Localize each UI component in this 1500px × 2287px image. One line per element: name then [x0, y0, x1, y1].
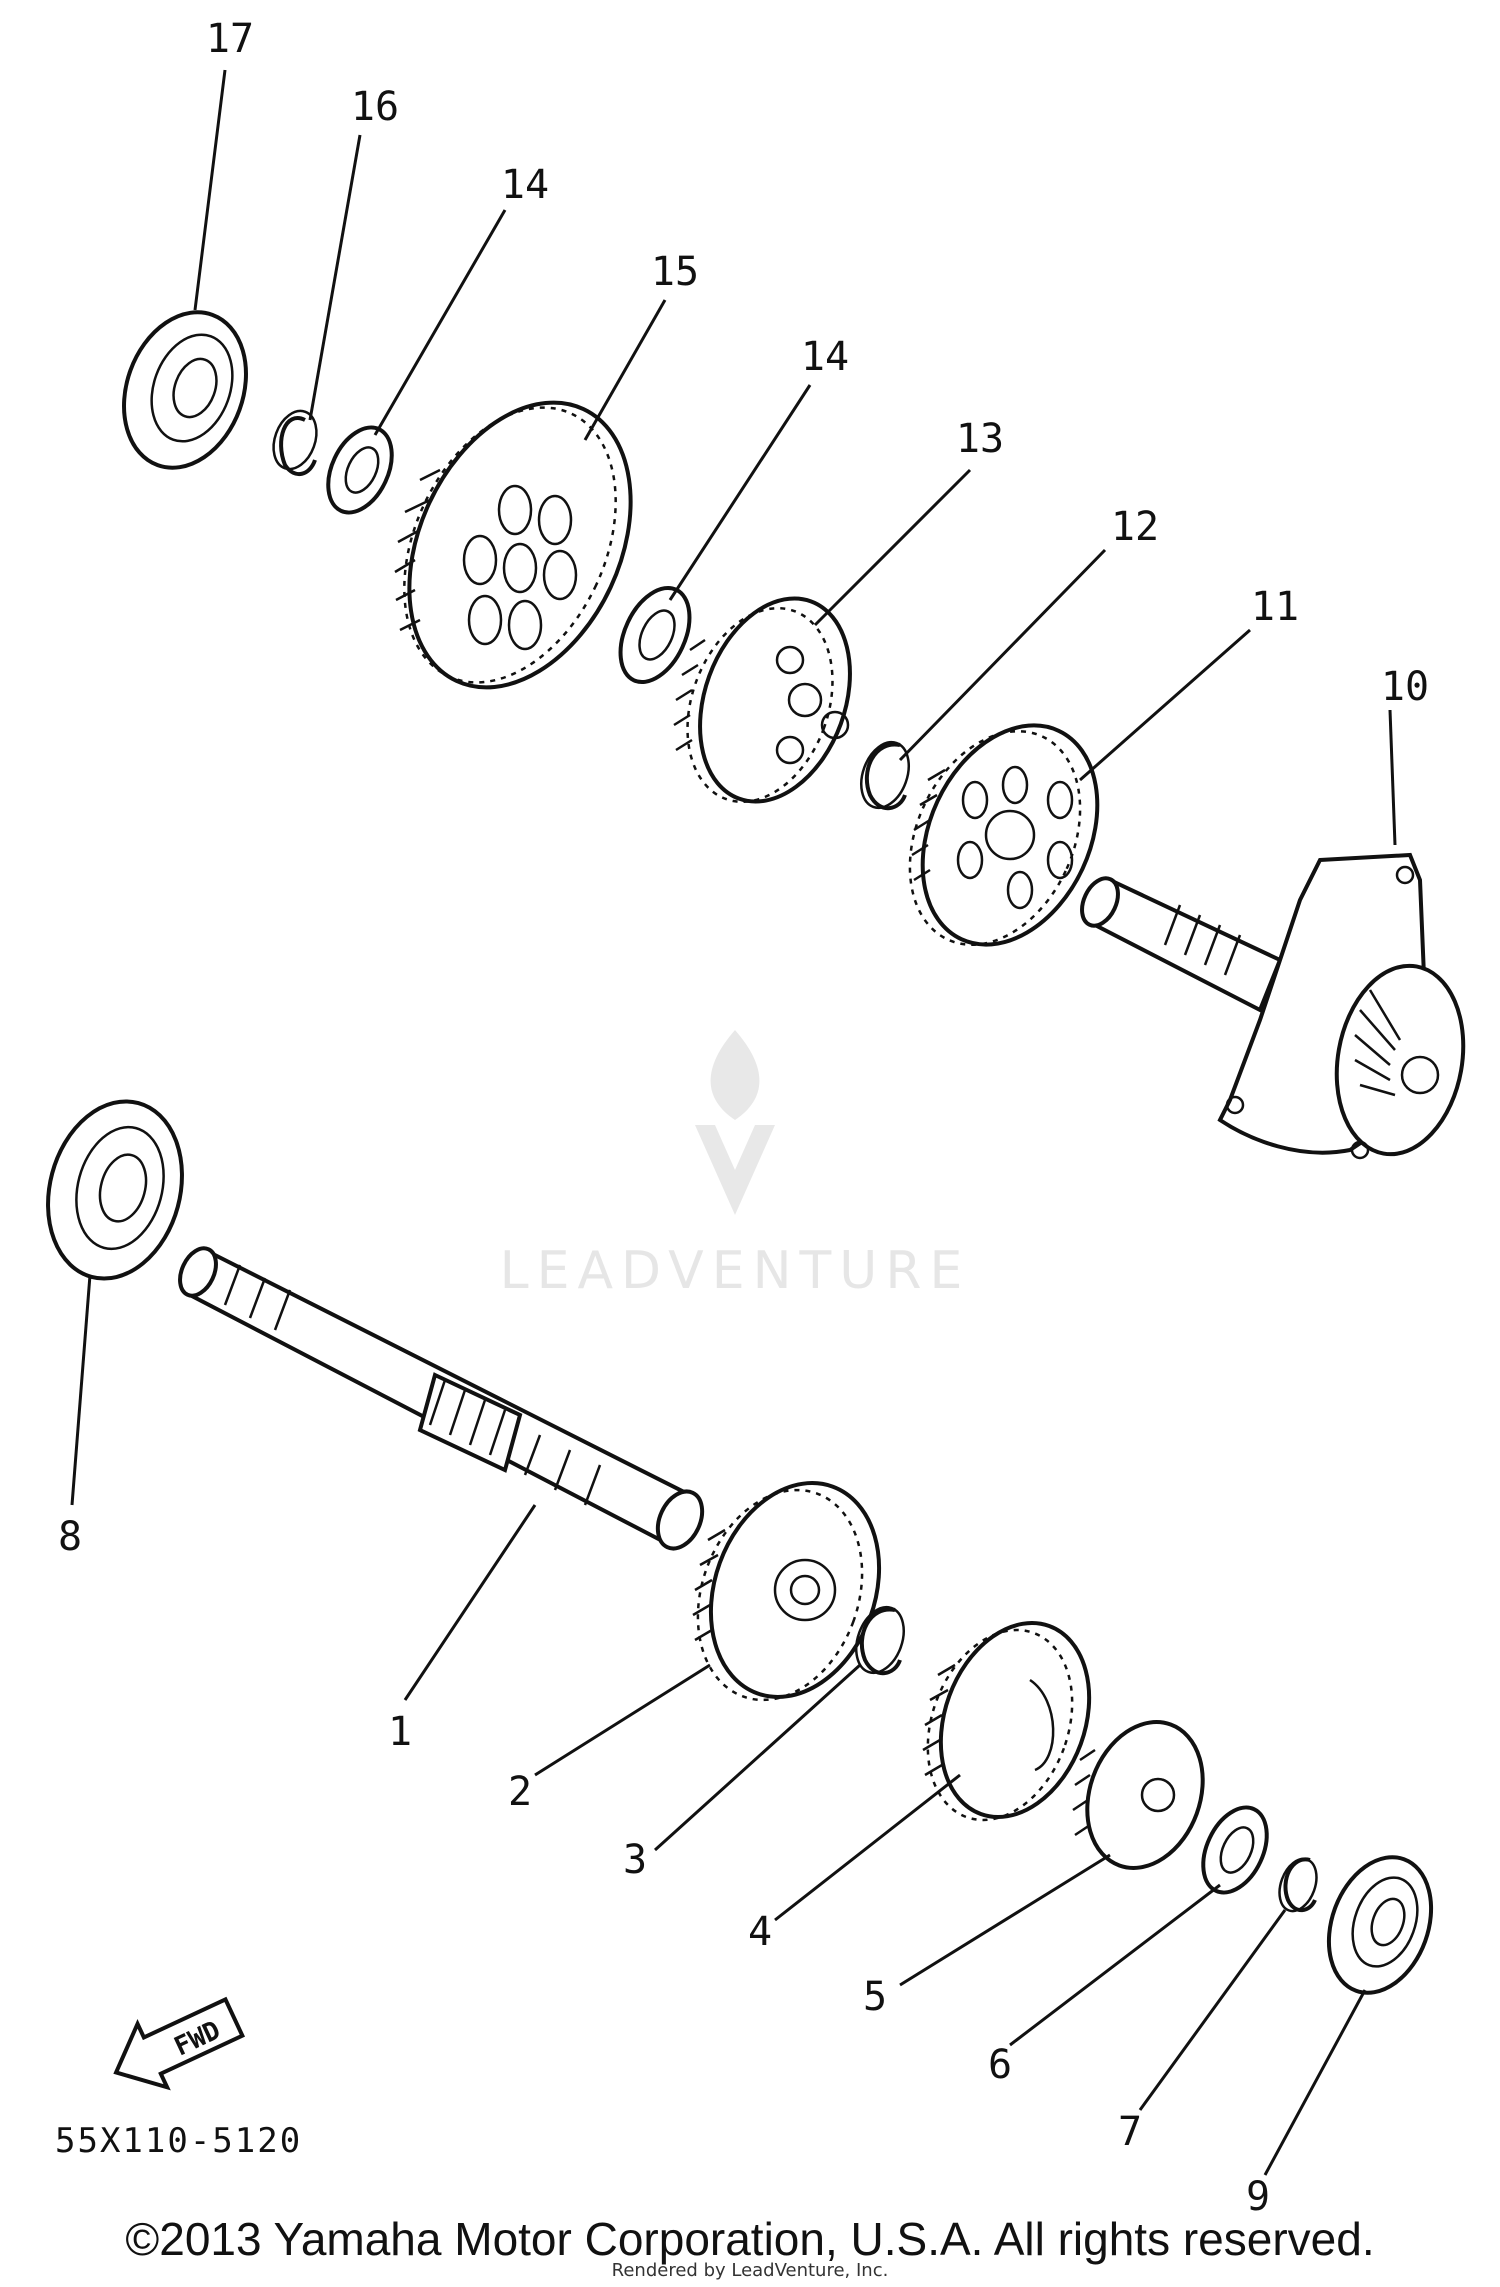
part-14-washer-lower	[618, 585, 692, 685]
part-14-washer-upper	[326, 425, 394, 515]
part-17-bearing	[122, 310, 248, 470]
part-16-circlip	[272, 409, 318, 476]
label-16: 16	[351, 84, 399, 130]
label-5: 5	[863, 1974, 887, 2020]
label-6: 6	[988, 2042, 1012, 2088]
part-1-main-shaft	[178, 1246, 705, 1551]
part-9-bearing	[1326, 1855, 1434, 1995]
watermark-text: LEADVENTURE	[500, 1241, 971, 1301]
label-11: 11	[1251, 584, 1299, 630]
label-9: 9	[1246, 2174, 1270, 2220]
label-2: 2	[508, 1769, 532, 1815]
label-10: 10	[1381, 664, 1429, 710]
part-2-gear	[692, 1481, 882, 1702]
label-13: 13	[956, 416, 1004, 462]
part-10-drive-shaft	[1080, 852, 1466, 1160]
rendered-by-notice: Rendered by LeadVenture, Inc.	[611, 2260, 889, 2281]
label-12: 12	[1111, 504, 1159, 550]
part-5-gear	[1072, 1720, 1205, 1870]
part-3-circlip	[855, 1605, 905, 1676]
leadventure-watermark: LEADVENTURE	[500, 1030, 971, 1301]
label-14-upper: 14	[501, 162, 549, 208]
part-number-labels: 17 16 14 15 14 13 12 11 10 8 1 2 3 4 5 6…	[58, 16, 1429, 2220]
label-8: 8	[58, 1514, 82, 1560]
part-11-gear	[908, 723, 1100, 947]
label-15: 15	[651, 249, 699, 295]
label-4: 4	[748, 1909, 772, 1955]
part-4-gear	[922, 1621, 1092, 1822]
label-17: 17	[206, 16, 254, 62]
label-14-lower: 14	[801, 334, 849, 380]
label-3: 3	[623, 1837, 647, 1883]
copyright-notice: ©2013 Yamaha Motor Corporation, U.S.A. A…	[125, 2213, 1375, 2265]
part-12-circlip	[860, 740, 910, 811]
leader-lines	[70, 69, 1397, 2176]
label-7: 7	[1118, 2109, 1142, 2155]
part-8-bearing	[46, 1099, 184, 1281]
fwd-arrow-icon: FWD	[113, 1996, 246, 2091]
part-6-washer	[1201, 1805, 1269, 1895]
label-1: 1	[388, 1709, 412, 1755]
diagram-code: 55X110-5120	[55, 2121, 302, 2161]
part-7-circlip	[1278, 1857, 1318, 1913]
part-15-gear	[394, 400, 633, 690]
part-13-gear	[673, 596, 852, 804]
